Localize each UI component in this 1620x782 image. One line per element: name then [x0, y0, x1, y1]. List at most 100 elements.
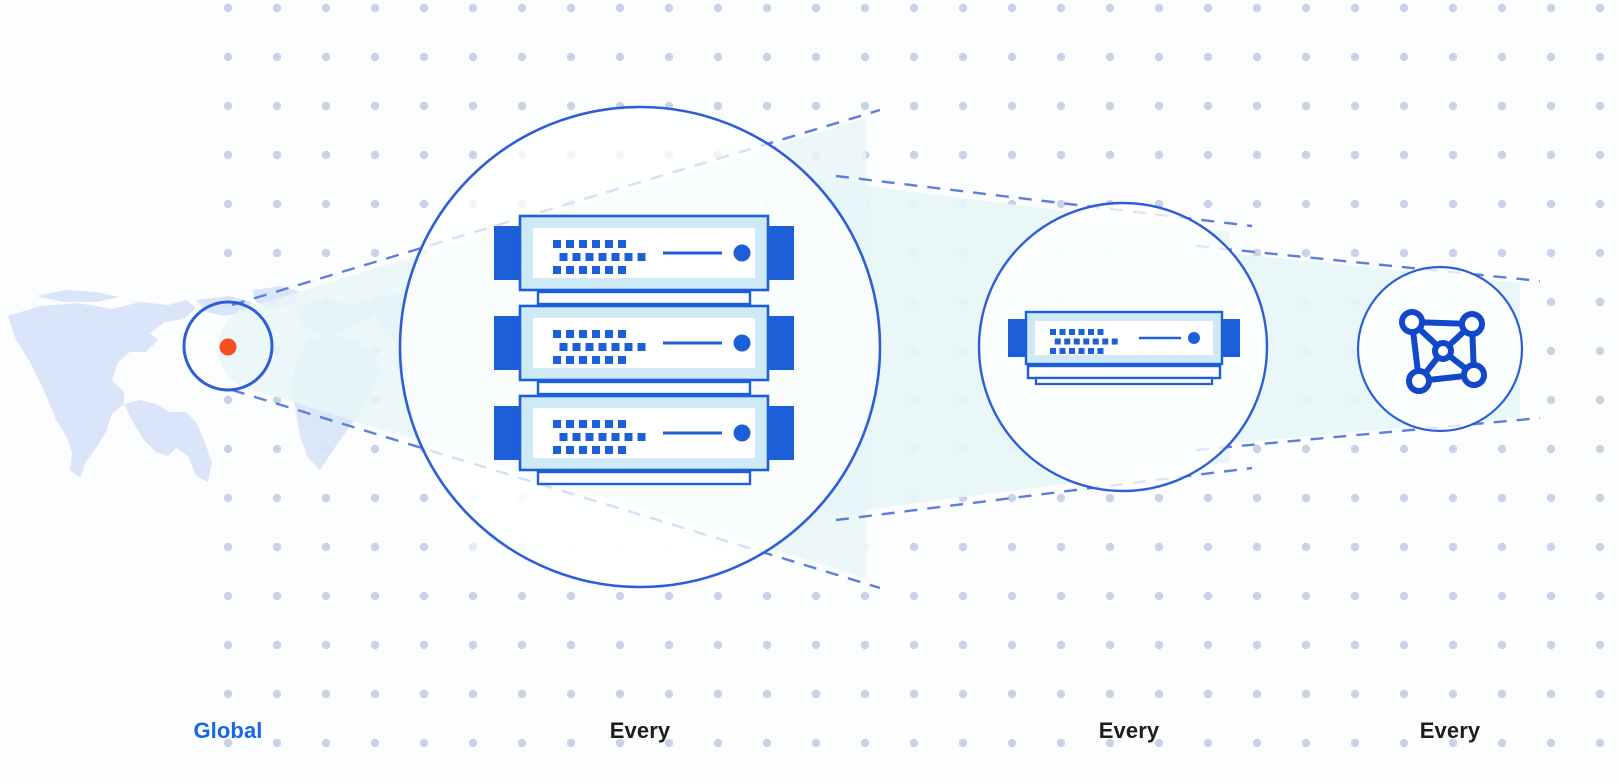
grid-dot	[1546, 3, 1556, 13]
rack-unit-ear-right	[766, 316, 794, 370]
grid-dot	[1007, 52, 1017, 62]
grid-dot	[1301, 150, 1311, 160]
server-vent-square	[1083, 338, 1090, 345]
grid-dot	[1595, 248, 1605, 258]
grid-dot	[223, 3, 233, 13]
server-vent-square	[1050, 348, 1056, 354]
server-vent-square	[579, 420, 587, 428]
grid-dot	[1595, 101, 1605, 111]
grid-dot	[1595, 689, 1605, 699]
grid-dot	[1154, 101, 1164, 111]
grid-dot	[1105, 542, 1115, 552]
grid-dot	[1497, 52, 1507, 62]
label-every-server: Every server	[1029, 668, 1229, 782]
grid-dot	[419, 52, 429, 62]
server-vent-square	[618, 420, 626, 428]
grid-dot	[1301, 199, 1311, 209]
grid-dot	[1203, 52, 1213, 62]
grid-dot	[1497, 542, 1507, 552]
label-every-data-center-line1: Every	[609, 718, 671, 743]
label-global-network: Global network	[128, 668, 328, 782]
grid-dot	[1497, 640, 1507, 650]
grid-dot	[1105, 591, 1115, 601]
server-vent-square	[585, 253, 594, 261]
server-vent-square	[553, 356, 561, 364]
grid-dot	[1350, 3, 1360, 13]
grid-dot	[419, 101, 429, 111]
server-vent-square	[592, 420, 600, 428]
grid-dot	[1595, 395, 1605, 405]
service-graph-node	[1461, 362, 1487, 388]
grid-dot	[958, 3, 968, 13]
grid-dot	[1301, 542, 1311, 552]
grid-dot	[517, 3, 527, 13]
server-vent-square	[1078, 329, 1085, 335]
grid-dot	[272, 689, 282, 699]
grid-dot	[1007, 640, 1017, 650]
grid-dot	[468, 640, 478, 650]
grid-dot	[517, 101, 527, 111]
grid-dot	[321, 52, 331, 62]
grid-dot	[468, 150, 478, 160]
grid-dot	[1252, 52, 1262, 62]
grid-dot	[223, 591, 233, 601]
server-vent-square	[624, 253, 633, 261]
grid-dot	[370, 101, 380, 111]
server-vent-square	[566, 356, 574, 364]
grid-dot	[1056, 640, 1066, 650]
grid-dot	[272, 542, 282, 552]
grid-dot	[811, 689, 821, 699]
grid-dot	[1546, 297, 1556, 307]
grid-dot	[1056, 101, 1066, 111]
grid-dot	[909, 101, 919, 111]
grid-dot	[1154, 591, 1164, 601]
grid-dot	[713, 640, 723, 650]
grid-dot	[1350, 493, 1360, 503]
grid-dot	[517, 689, 527, 699]
grid-dot	[566, 640, 576, 650]
grid-dot	[958, 591, 968, 601]
grid-dot	[1203, 150, 1213, 160]
grid-dot	[1056, 3, 1066, 13]
grid-dot	[223, 150, 233, 160]
server-vent-square	[579, 330, 587, 338]
grid-dot	[566, 52, 576, 62]
grid-dot	[958, 738, 968, 748]
grid-dot	[517, 591, 527, 601]
grid-dot	[272, 738, 282, 748]
grid-dot	[1105, 52, 1115, 62]
server-vent-square	[585, 343, 594, 351]
grid-dot	[223, 640, 233, 650]
grid-dot	[762, 591, 772, 601]
server-vent-square	[579, 356, 587, 364]
grid-dot	[1056, 591, 1066, 601]
grid-dot	[1448, 542, 1458, 552]
grid-dot	[1546, 52, 1556, 62]
server-vent-square	[572, 343, 581, 351]
grid-dot	[1399, 542, 1409, 552]
grid-dot	[1203, 689, 1213, 699]
server-vent-square	[579, 240, 587, 248]
grid-dot	[321, 738, 331, 748]
grid-dot	[1399, 444, 1409, 454]
server-vent-square	[566, 420, 574, 428]
grid-dot	[1399, 640, 1409, 650]
server-vent-square	[637, 343, 646, 351]
server-vent-square	[592, 446, 600, 454]
grid-dot	[713, 3, 723, 13]
grid-dot	[615, 3, 625, 13]
grid-dot	[811, 640, 821, 650]
server-vent-square	[572, 253, 581, 261]
server-vent-square	[553, 266, 561, 274]
grid-dot	[1350, 248, 1360, 258]
grid-dot	[1546, 444, 1556, 454]
grid-dot	[1350, 591, 1360, 601]
circle-global-network	[182, 300, 274, 392]
server-vent-square	[618, 266, 626, 274]
grid-dot	[860, 640, 870, 650]
grid-dot	[223, 199, 233, 209]
dashed-line-top-1	[231, 108, 881, 307]
grid-dot	[860, 591, 870, 601]
grid-dot	[762, 689, 772, 699]
grid-dot	[272, 52, 282, 62]
